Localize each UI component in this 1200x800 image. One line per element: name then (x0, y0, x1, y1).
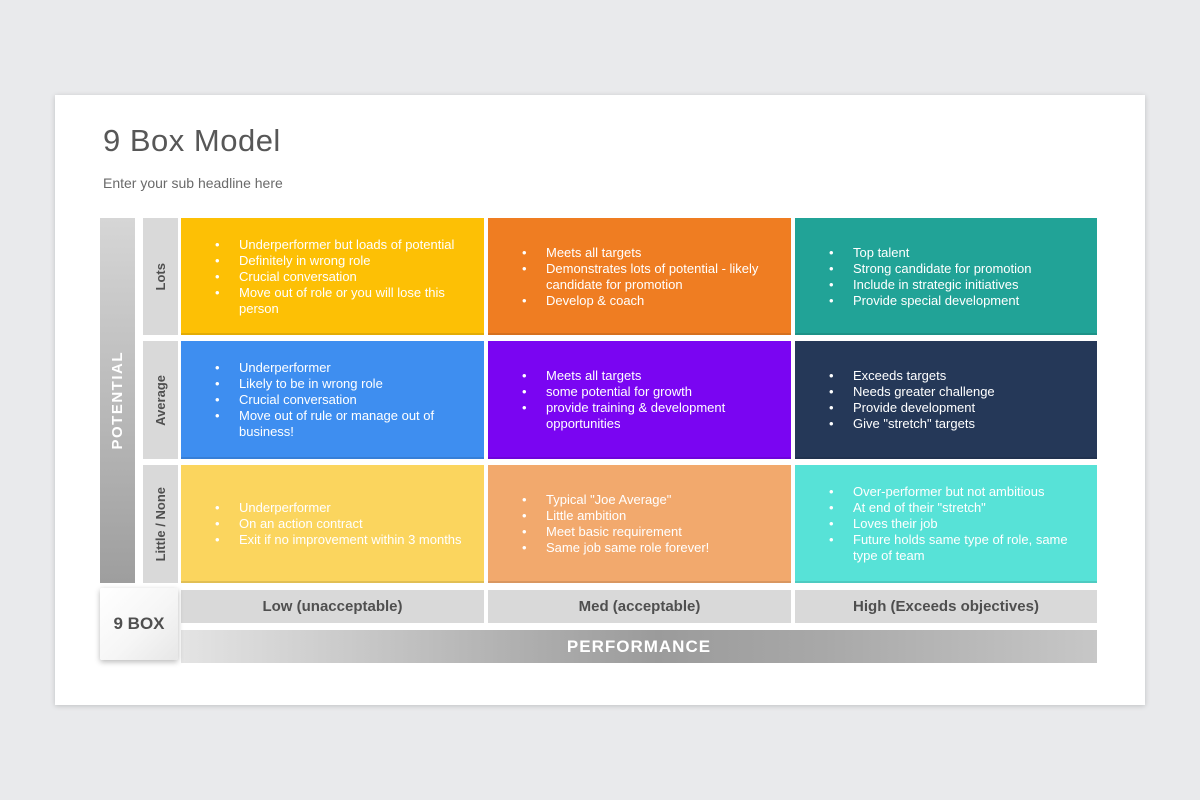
cell-lots-low-list: Underperformer but loads of potential De… (181, 237, 484, 317)
bullet-item: Needs greater challenge (827, 384, 1083, 400)
bullet-item: Provide special development (827, 293, 1083, 309)
nine-box-corner-badge: 9 BOX (100, 588, 178, 660)
bullet-item: Over-performer but not ambitious (827, 484, 1083, 500)
row-label-lots: Lots (143, 218, 178, 335)
row-label-little-none: Little / None (143, 465, 178, 583)
bullet-item: Exit if no improvement within 3 months (213, 532, 470, 548)
bullet-item: Top talent (827, 245, 1083, 261)
bullet-item: Crucial conversation (213, 392, 470, 408)
page-title: 9 Box Model (103, 123, 281, 158)
cell-average-med-list: Meets all targets some potential for gro… (488, 368, 791, 432)
cell-average-low-list: Underperformer Likely to be in wrong rol… (181, 360, 484, 440)
row-label-average: Average (143, 341, 178, 459)
bullet-item: Underperformer (213, 360, 470, 376)
cell-lots-high: Top talent Strong candidate for promotio… (795, 218, 1097, 335)
bullet-item: Loves their job (827, 516, 1083, 532)
bullet-item: Move out of rule or manage out of busine… (213, 408, 470, 440)
col-header-low: Low (unacceptable) (181, 590, 484, 623)
page-subtitle: Enter your sub headline here (103, 175, 283, 191)
bullet-item: Include in strategic initiatives (827, 277, 1083, 293)
bullet-item: At end of their "stretch" (827, 500, 1083, 516)
cell-average-med: Meets all targets some potential for gro… (488, 341, 791, 459)
y-axis-label: POTENTIAL (109, 351, 126, 450)
slide-canvas: 9 Box Model Enter your sub headline here… (55, 95, 1145, 705)
bullet-item: Provide development (827, 400, 1083, 416)
bullet-item: Meet basic requirement (520, 524, 777, 540)
bullet-item: Develop & coach (520, 293, 777, 309)
bullet-item: Future holds same type of role, same typ… (827, 532, 1083, 564)
x-axis-bar: PERFORMANCE (181, 630, 1097, 663)
bullet-item: Little ambition (520, 508, 777, 524)
cell-little-none-med-list: Typical "Joe Average" Little ambition Me… (488, 492, 791, 556)
bullet-item: Give "stretch" targets (827, 416, 1083, 432)
bullet-item: Definitely in wrong role (213, 253, 470, 269)
cell-lots-low: Underperformer but loads of potential De… (181, 218, 484, 335)
bullet-item: Typical "Joe Average" (520, 492, 777, 508)
bullet-item: Strong candidate for promotion (827, 261, 1083, 277)
bullet-item: Exceeds targets (827, 368, 1083, 384)
y-axis-bar: POTENTIAL (100, 218, 135, 583)
cell-little-none-high-list: Over-performer but not ambitious At end … (795, 484, 1097, 564)
col-header-high: High (Exceeds objectives) (795, 590, 1097, 623)
cell-little-none-low-list: Underperformer On an action contract Exi… (181, 500, 484, 548)
col-header-med: Med (acceptable) (488, 590, 791, 623)
bullet-item: Underperformer but loads of potential (213, 237, 470, 253)
bullet-item: Move out of role or you will lose this p… (213, 285, 470, 317)
bullet-item: some potential for growth (520, 384, 777, 400)
cell-average-high: Exceeds targets Needs greater challenge … (795, 341, 1097, 459)
cell-lots-med-list: Meets all targets Demonstrates lots of p… (488, 245, 791, 309)
bullet-item: Demonstrates lots of potential - likely … (520, 261, 777, 293)
row-label-lots-text: Lots (153, 262, 168, 291)
cell-lots-high-list: Top talent Strong candidate for promotio… (795, 245, 1097, 309)
cell-little-none-high: Over-performer but not ambitious At end … (795, 465, 1097, 583)
cell-average-low: Underperformer Likely to be in wrong rol… (181, 341, 484, 459)
bullet-item: Underperformer (213, 500, 470, 516)
bullet-item: Meets all targets (520, 245, 777, 261)
cell-average-high-list: Exceeds targets Needs greater challenge … (795, 368, 1097, 432)
row-label-average-text: Average (153, 374, 168, 426)
bullet-item: Meets all targets (520, 368, 777, 384)
cell-lots-med: Meets all targets Demonstrates lots of p… (488, 218, 791, 335)
bullet-item: Crucial conversation (213, 269, 470, 285)
bullet-item: Likely to be in wrong role (213, 376, 470, 392)
nine-box-corner-label: 9 BOX (113, 614, 165, 633)
x-axis-label: PERFORMANCE (566, 636, 712, 656)
bullet-item: provide training & development opportuni… (520, 400, 777, 432)
bullet-item: On an action contract (213, 516, 470, 532)
row-label-little-none-text: Little / None (153, 486, 168, 562)
cell-little-none-low: Underperformer On an action contract Exi… (181, 465, 484, 583)
cell-little-none-med: Typical "Joe Average" Little ambition Me… (488, 465, 791, 583)
bullet-item: Same job same role forever! (520, 540, 777, 556)
